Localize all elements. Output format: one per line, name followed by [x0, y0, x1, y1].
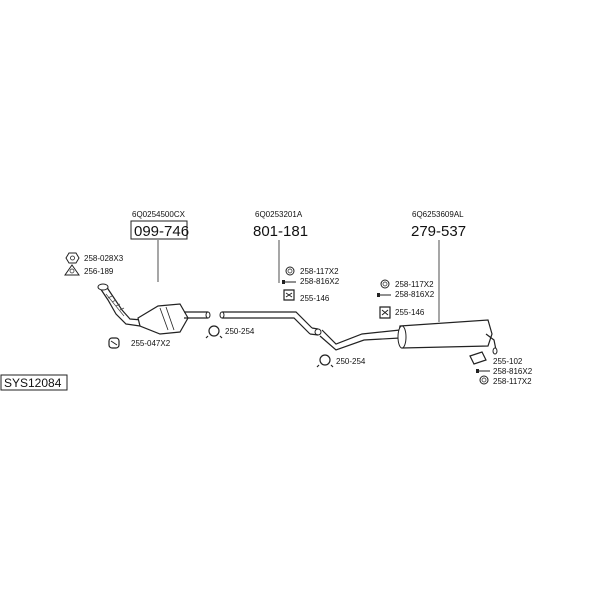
- catalytic-converter: [97, 283, 211, 335]
- ring-mid-icon: [285, 266, 295, 276]
- front-clamp-part-number: 255-047X2: [131, 339, 171, 348]
- bolt-tail-part-number: 258-816X2: [493, 367, 533, 376]
- system-label: SYS12084: [0, 374, 68, 391]
- hanger-mid-part-number: 255-146: [300, 294, 330, 303]
- bolt-mid-part-number: 258-816X2: [300, 277, 340, 286]
- catalytic-oem-number: 6Q0254500CX: [132, 210, 186, 219]
- hanger-rear-icon: [379, 306, 391, 319]
- ring-tail-part-number: 258-117X2: [493, 377, 532, 386]
- rear-silencer-oem-number: 6Q6253609AL: [412, 210, 464, 219]
- nut-icon: [65, 252, 80, 264]
- hanger-rear-part-number: 255-146: [395, 308, 425, 317]
- system-label-text: SYS12084: [4, 376, 62, 390]
- middle-pipe: [219, 311, 322, 336]
- bolt-rear-part-number: 258-816X2: [395, 290, 435, 299]
- middle-pipe-part-number[interactable]: 801-181: [253, 223, 308, 240]
- bolt-rear-icon: [377, 293, 391, 297]
- hanger-tail-part-number: 255-102: [493, 357, 523, 366]
- hanger-tail-icon: [469, 351, 487, 365]
- middle-pipe-oem-number: 6Q0253201A: [255, 210, 303, 219]
- rear-silencer: [319, 319, 498, 355]
- clamp-mid-part-number: 250-254: [336, 357, 366, 366]
- clamp-mid-icon: [316, 354, 334, 368]
- gasket-part-number: 256-189: [84, 267, 114, 276]
- ring-rear-part-number: 258-117X2: [395, 280, 434, 289]
- ring-mid-part-number: 258-117X2: [300, 267, 339, 276]
- catalytic-part-number[interactable]: 099-746: [134, 223, 189, 240]
- gasket-icon: [64, 264, 80, 276]
- bolt-tail-icon: [476, 369, 490, 373]
- bolt-mid-icon: [282, 280, 296, 284]
- hanger-mid-icon: [283, 289, 295, 301]
- ring-rear-icon: [380, 279, 390, 289]
- cat-clamp-icon: [205, 325, 223, 339]
- catalytic-part-box[interactable]: [130, 220, 188, 240]
- cat-clamp-part-number: 250-254: [225, 327, 255, 336]
- ring-tail-icon: [479, 375, 489, 385]
- nut-part-number: 258-028X3: [84, 254, 124, 263]
- front-clamp-icon: [108, 337, 120, 349]
- rear-silencer-part-number[interactable]: 279-537: [411, 223, 466, 240]
